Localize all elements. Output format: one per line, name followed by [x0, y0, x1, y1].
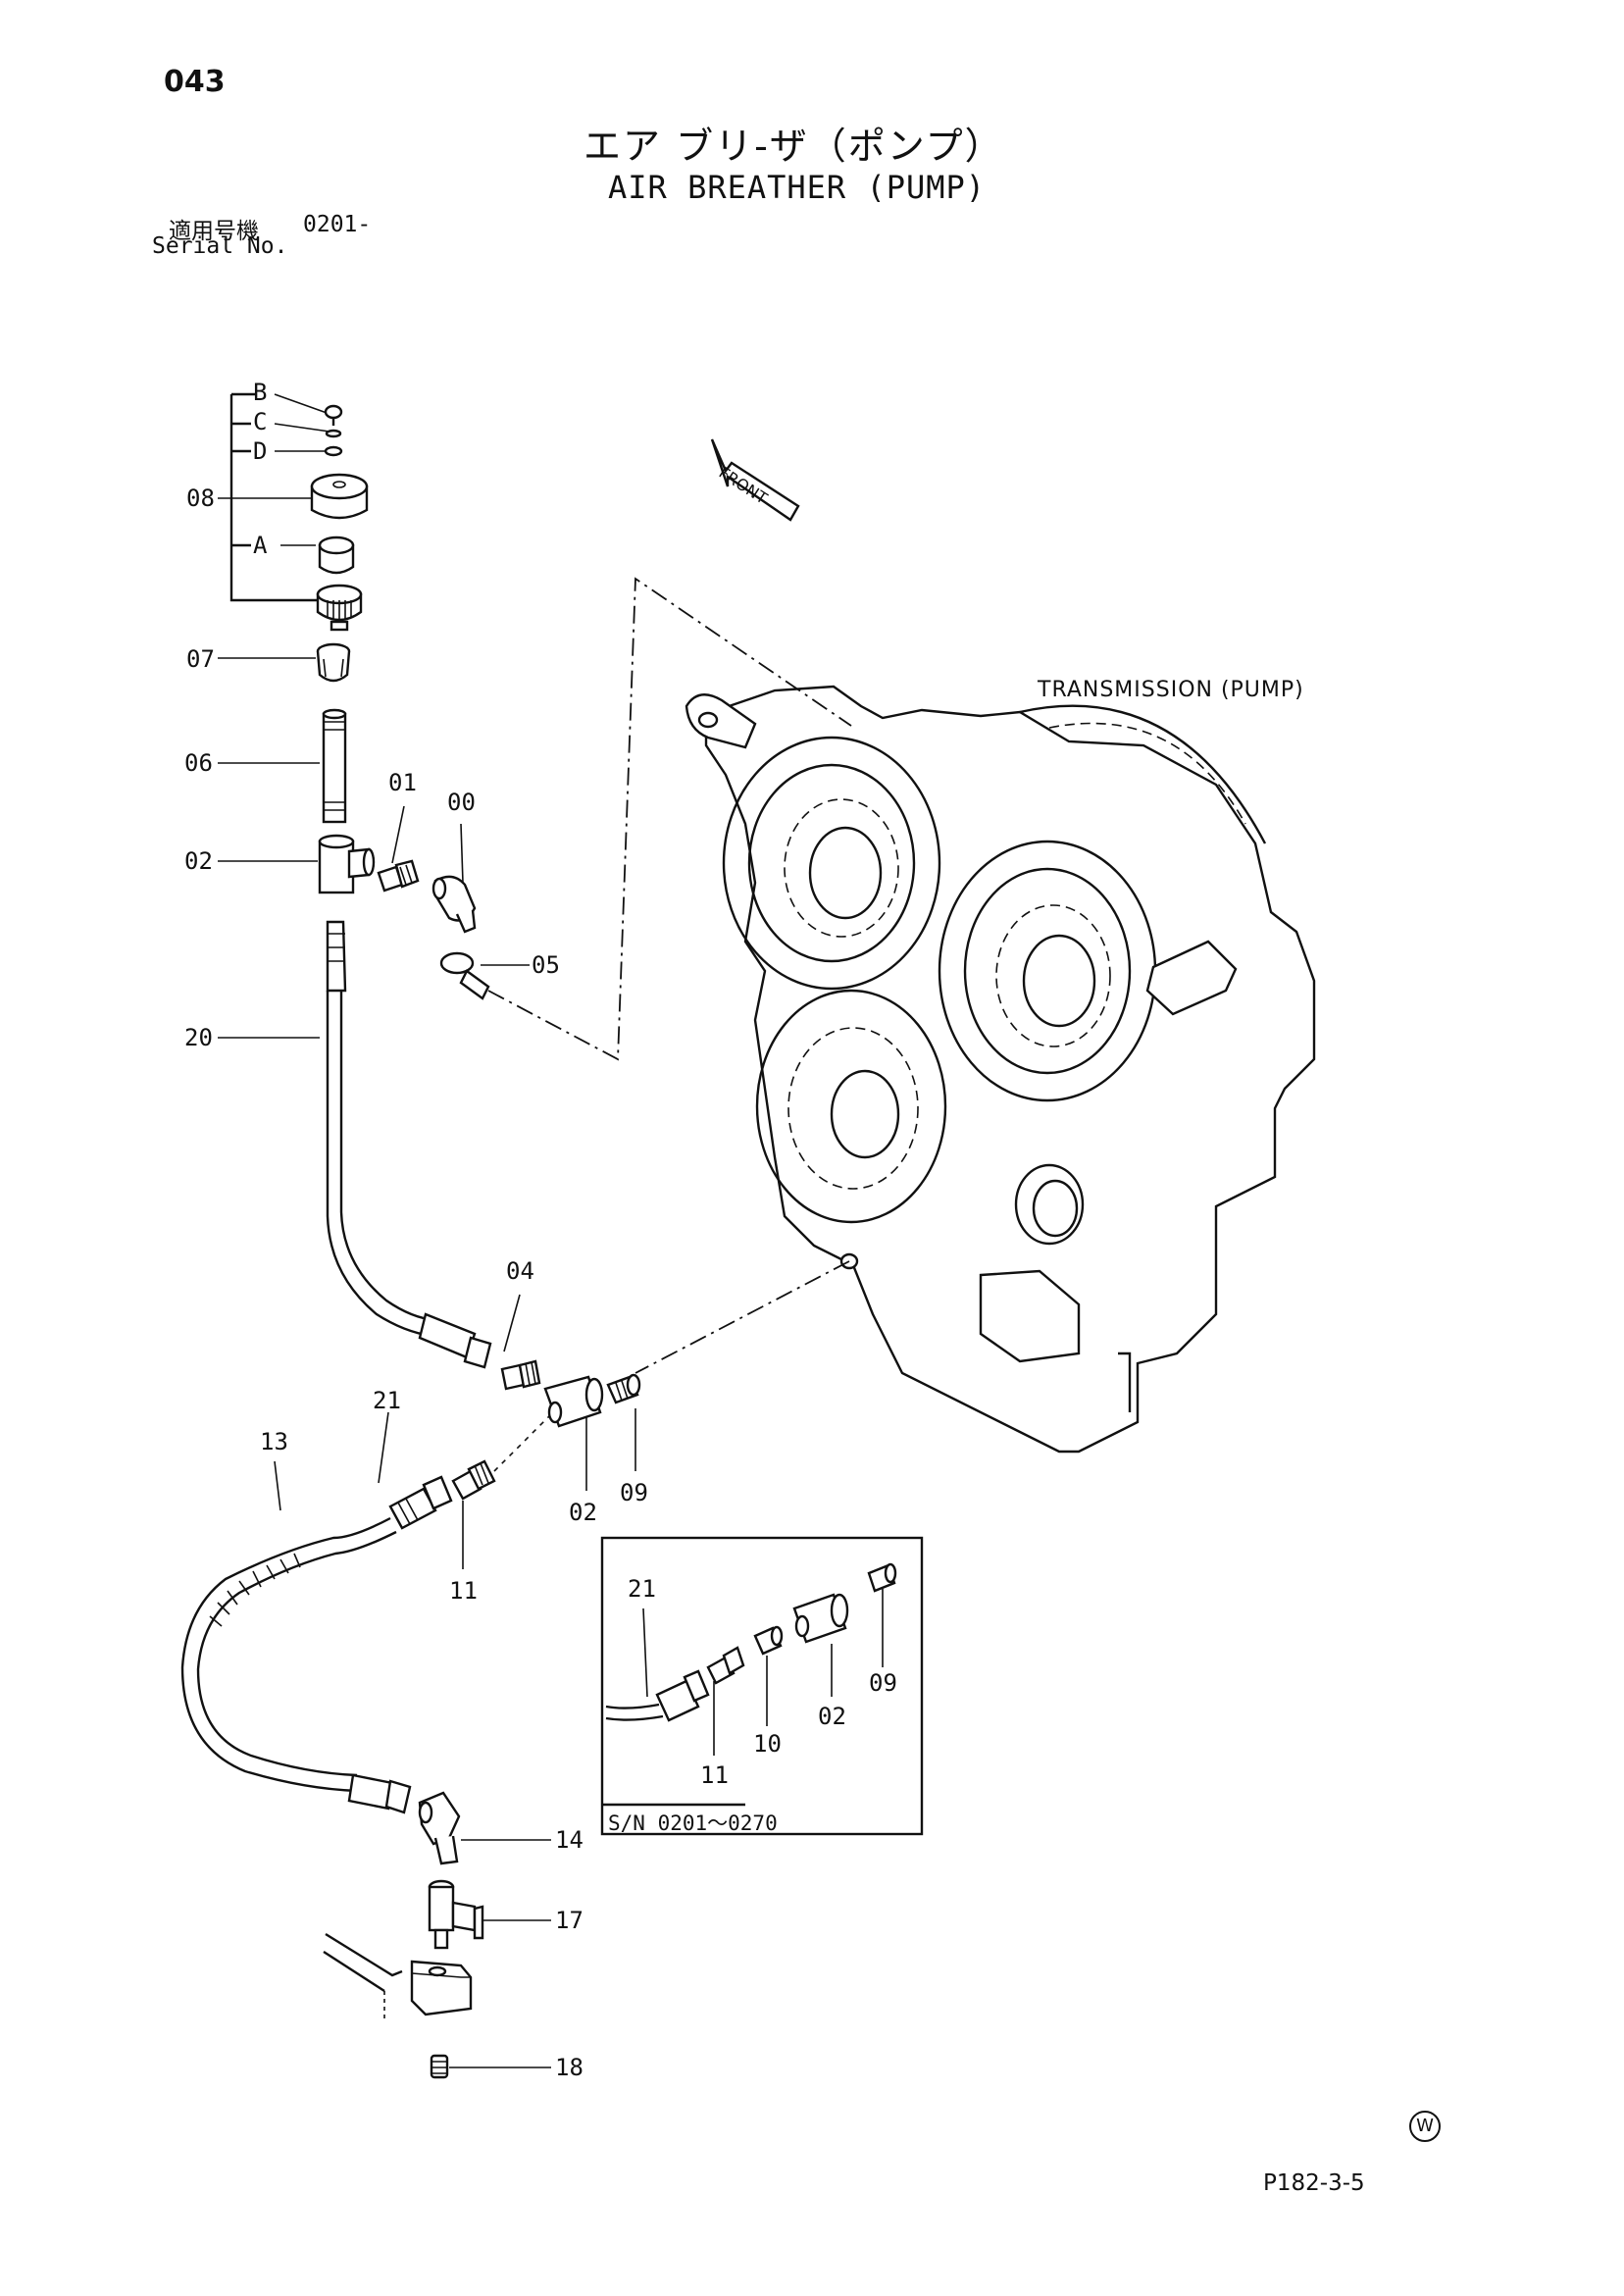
nipple-11-part: [451, 1459, 496, 1501]
callout-inset-02: 02: [818, 1703, 846, 1730]
cock-17-part: [428, 1879, 484, 1950]
elbow-14-part: [418, 1791, 461, 1865]
bracket-ticks: [231, 392, 255, 547]
middle-leaders: [274, 1408, 636, 1569]
callout-02-upper: 02: [184, 847, 213, 875]
callout-07: 07: [186, 645, 215, 673]
callout-20: 20: [184, 1024, 213, 1051]
dotted-connect: [493, 1415, 550, 1472]
callout-inset-09: 09: [869, 1669, 897, 1697]
transmission-label: TRANSMISSION (PUMP): [1038, 678, 1304, 702]
screw-b-part: [324, 404, 343, 426]
callout-b: B: [253, 379, 268, 406]
assembly-bracket: [229, 394, 320, 602]
cap-08-part: [310, 473, 369, 520]
pipe-06-part: [322, 708, 347, 824]
banjo-05-part: [439, 951, 490, 1000]
callout-inset-21: 21: [628, 1575, 656, 1603]
front-arrow-icon: [710, 438, 800, 522]
left-leaders: [218, 393, 530, 1352]
callout-08: 08: [186, 485, 215, 512]
callout-01: 01: [388, 769, 417, 796]
callout-06: 06: [184, 749, 213, 777]
callout-04: 04: [506, 1257, 534, 1285]
callout-00: 00: [447, 789, 476, 816]
callout-11: 11: [449, 1577, 478, 1605]
washer-c-part: [325, 429, 342, 438]
callout-17: 17: [555, 1907, 584, 1934]
callout-02-lower: 02: [569, 1499, 597, 1526]
callout-inset-11: 11: [700, 1761, 729, 1789]
hose-20-part: [326, 920, 492, 1369]
nipple-01-part: [377, 859, 420, 893]
title-english: AIR BREATHER (PUMP): [608, 169, 987, 206]
callout-a: A: [253, 532, 268, 559]
title-japanese: エア ブリ-ザ（ポンプ）: [584, 125, 1004, 168]
serial-value: 0201-: [303, 212, 372, 237]
callout-18: 18: [555, 2054, 584, 2081]
callout-c: C: [253, 408, 268, 435]
nipple-04-part: [500, 1359, 541, 1391]
drain-block-part: [323, 1932, 473, 2020]
page-number: 043: [164, 65, 226, 99]
watermark-symbol: W: [1409, 2111, 1441, 2142]
tee-02-upper-part: [318, 834, 376, 894]
callout-inset-10: 10: [753, 1730, 782, 1758]
filter-a-part: [318, 536, 355, 575]
routing-line-lower: [634, 1260, 850, 1374]
serial-label-english: Serial No.: [152, 233, 288, 259]
callout-09: 09: [620, 1479, 648, 1506]
fitting-07-part: [316, 642, 351, 683]
inset-box: [600, 1536, 924, 1836]
callout-05: 05: [532, 951, 560, 979]
tee-02-lower-part: [543, 1375, 604, 1428]
breather-body-part: [316, 584, 363, 632]
washer-d-part: [324, 445, 343, 457]
hose-13-part: [180, 1475, 453, 1814]
elbow-00-part: [431, 875, 477, 934]
transmission-housing-part: [685, 685, 1316, 1454]
callout-13: 13: [260, 1428, 288, 1455]
routing-line-upper: [487, 577, 852, 1061]
plug-09-part: [606, 1373, 641, 1404]
plug-18-part: [430, 2054, 449, 2079]
page-code: P182-3-5: [1263, 2170, 1365, 2196]
callout-d: D: [253, 437, 268, 465]
inset-serial-note: S/N 0201～0270: [608, 1811, 778, 1835]
callout-21: 21: [373, 1387, 401, 1414]
callout-14: 14: [555, 1826, 584, 1854]
serial-label-japanese: 適用号機: [169, 219, 259, 244]
